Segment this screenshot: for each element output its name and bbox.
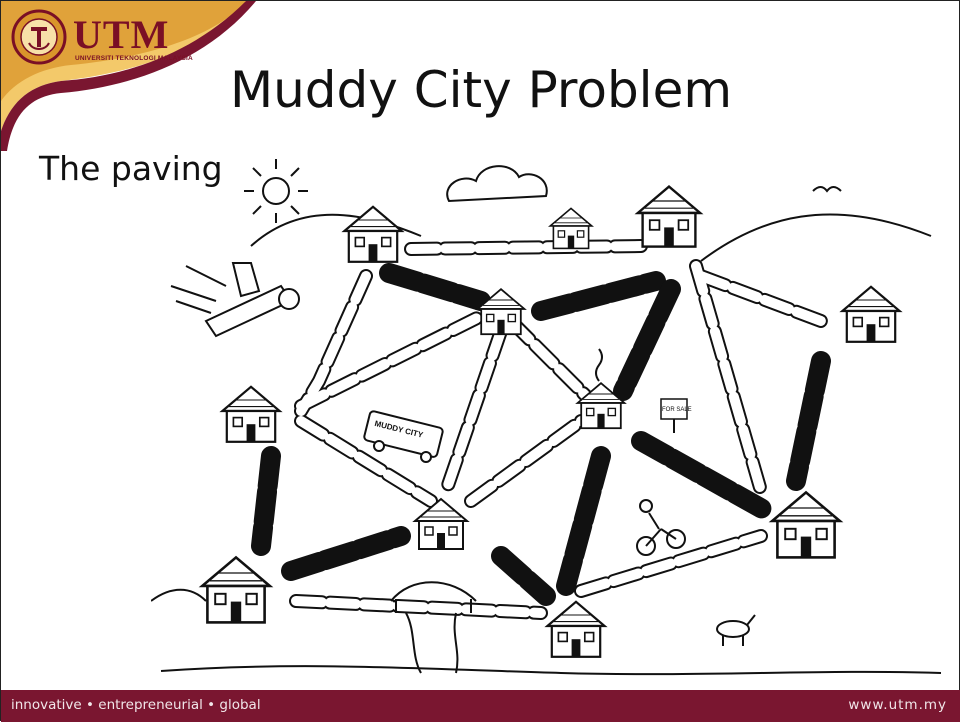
sale-sign-text: FOR SALE bbox=[662, 407, 692, 413]
horse-icon bbox=[717, 615, 755, 646]
logo-text: UTM bbox=[73, 11, 169, 58]
muddy-city-illustration: MUDDY CITY FOR SALE bbox=[151, 151, 951, 691]
footer-tagline: innovative • entrepreneurial • global bbox=[11, 697, 261, 713]
utm-logo: UTM UNIVERSITI TEKNOLOGI MALAYSIA bbox=[11, 9, 211, 65]
cloud-icon bbox=[447, 166, 547, 201]
smoke-icon bbox=[596, 349, 602, 381]
bridge-icon bbox=[391, 582, 476, 673]
for-sale-sign: FOR SALE bbox=[661, 399, 692, 433]
airplane-icon bbox=[171, 263, 299, 336]
page-title: Muddy City Problem bbox=[1, 61, 960, 119]
footer-bar: innovative • entrepreneurial • global ww… bbox=[1, 690, 960, 722]
cyclist-icon bbox=[637, 500, 685, 555]
sun-icon bbox=[244, 159, 308, 223]
bird-icon bbox=[813, 187, 841, 191]
crest-icon bbox=[11, 9, 67, 65]
footer-url[interactable]: www.utm.my bbox=[848, 697, 947, 713]
bus-icon: MUDDY CITY bbox=[363, 410, 443, 462]
